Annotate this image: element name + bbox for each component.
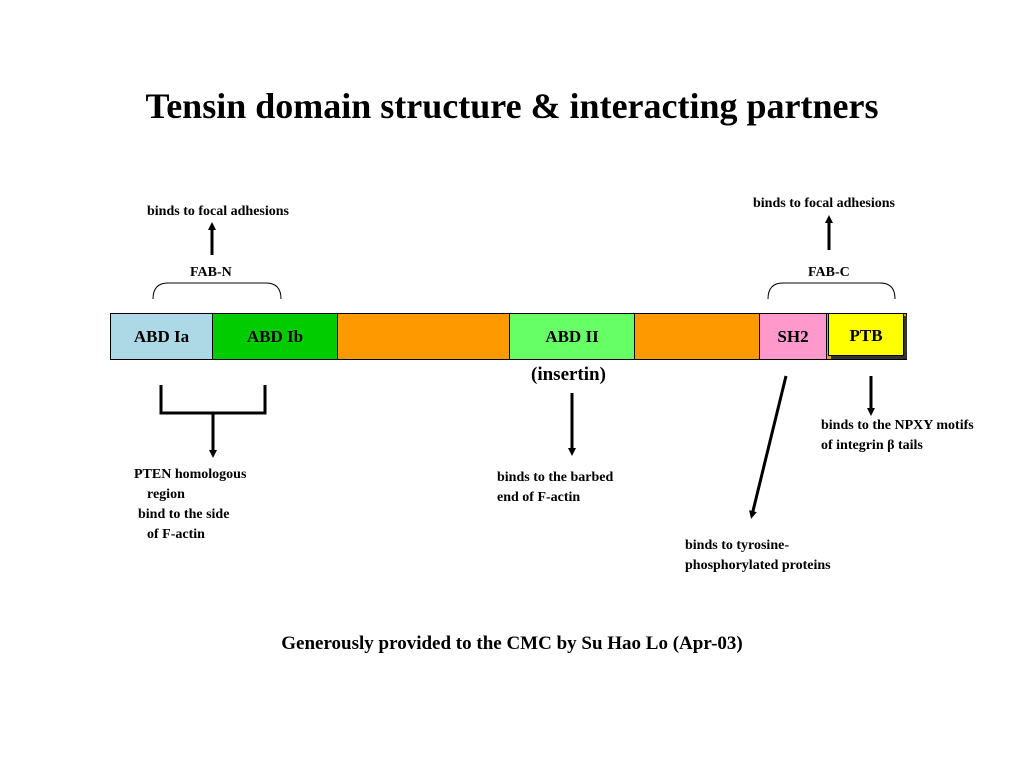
fab-c-annotation: binds to focal adhesions: [753, 196, 895, 211]
barbed-end-annotation: binds to the barbed end of F-actin: [497, 468, 613, 508]
tyrosine-annotation: binds to tyrosine- phosphorylated protei…: [685, 536, 831, 576]
tyrosine-line-2: phosphorylated proteins: [685, 558, 831, 573]
domain-abd-ib-label: ABD Ib: [246, 326, 304, 346]
domain-sh2-label: SH2: [777, 326, 809, 346]
tensin-domain-bar: ABD Ia ABD Ib ABD II SH2: [110, 313, 907, 360]
pten-line-1: PTEN homologous: [134, 467, 247, 482]
tyrosine-line-1: binds to tyrosine-: [685, 538, 789, 553]
domain-ptb-label: PTB: [849, 326, 883, 345]
domain-abd-ii: ABD II: [509, 313, 635, 360]
pten-line-2: region: [147, 487, 185, 502]
pten-line-3: bind to the side: [138, 507, 230, 522]
npxy-line-2: of integrin β tails: [821, 438, 923, 453]
pten-annotation: PTEN homologous region bind to the side …: [134, 465, 246, 545]
diagram-title: Tensin domain structure & interacting pa…: [145, 86, 879, 126]
barbed-line-2: end of F-actin: [497, 490, 581, 505]
fab-n-bracket: [152, 282, 282, 300]
domain-abd-ia-label: ABD Ia: [133, 326, 190, 346]
sh2-arrow: [749, 375, 788, 519]
insertin-label: (insertin): [531, 364, 606, 385]
npxy-line-1: binds to the NPXY motifs: [821, 418, 974, 433]
fab-n-label: FAB-N: [190, 265, 232, 280]
npxy-annotation: binds to the NPXY motifs of integrin β t…: [821, 416, 974, 456]
abd-i-bracket: [159, 385, 267, 415]
fab-c-label: FAB-C: [808, 265, 850, 280]
fab-c-bracket: [767, 282, 896, 300]
domain-abd-ib: ABD Ib: [212, 313, 338, 360]
domain-sh2: SH2: [759, 313, 827, 360]
fab-n-annotation: binds to focal adhesions: [147, 204, 289, 219]
barbed-line-1: binds to the barbed: [497, 470, 614, 485]
credit-footer: Generously provided to the CMC by Su Hao…: [281, 633, 743, 654]
domain-abd-ii-label: ABD II: [545, 326, 599, 346]
domain-ptb: PTB: [828, 313, 904, 356]
pten-line-4: of F-actin: [147, 527, 205, 542]
